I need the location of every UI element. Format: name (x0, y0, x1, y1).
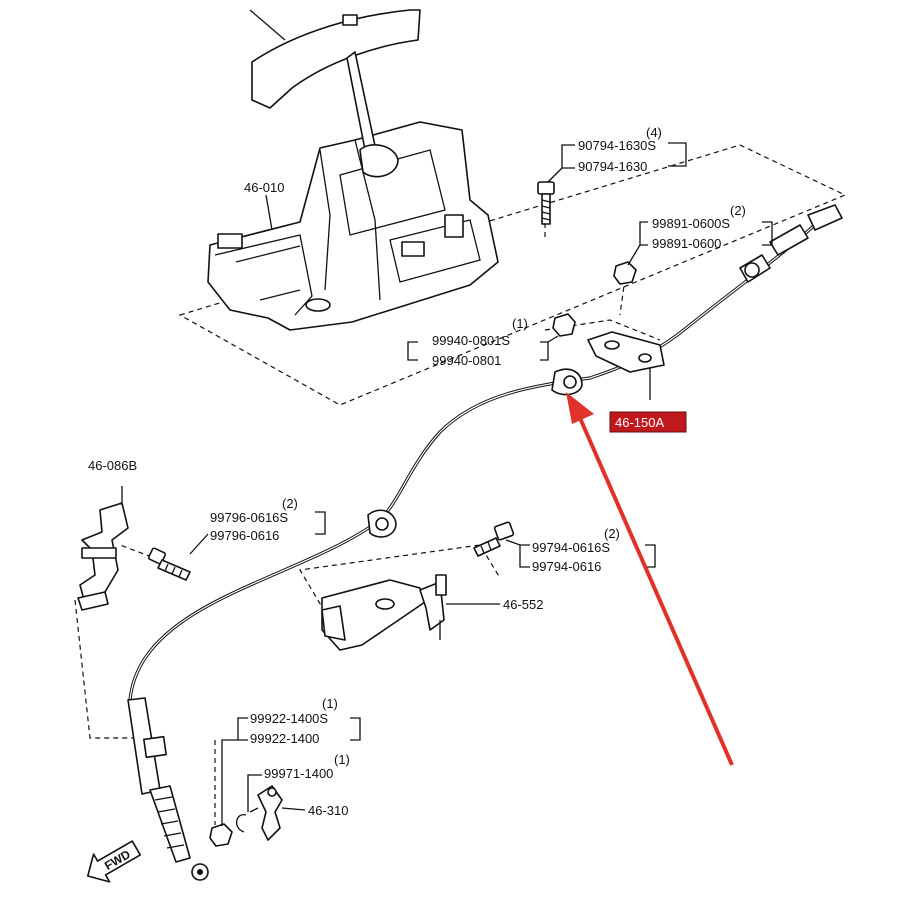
leader-99796 (189, 533, 209, 555)
highlight-box-46-150A (609, 411, 687, 433)
bracket-90794 (668, 142, 687, 167)
bracket-99794 (645, 544, 656, 568)
bracket-99891-left (639, 221, 648, 246)
leader-99794 (505, 539, 521, 546)
label-99796-0616: 99796-0616 (210, 528, 279, 543)
bracket-99796 (315, 511, 326, 535)
label-99940-0801s: 99940-0801S (432, 333, 510, 348)
nut-99891 (613, 261, 637, 285)
bracket-99940-right (540, 341, 549, 361)
label-99922-1400: 99922-1400 (250, 731, 319, 746)
cable-bracket-46-150A (587, 331, 665, 400)
shift-cable (127, 204, 843, 881)
lever-bracket-46-310 (249, 785, 283, 841)
bracket-99794-left (519, 544, 530, 568)
label-90794-1630: 90794-1630 (578, 159, 647, 174)
label-46-150A: 46-150A (615, 415, 664, 430)
bracket-90794-left (561, 144, 575, 169)
qty-99940: (1) (512, 316, 528, 331)
qty-99796: (2) (282, 496, 298, 511)
label-99891-0600: 99891-0600 (652, 236, 721, 251)
clip-99971 (236, 814, 247, 833)
label-99922-1400s: 99922-1400S (250, 711, 328, 726)
center-bracket-46-552 (321, 574, 447, 651)
bracket-99891 (762, 221, 773, 246)
leader-90794 (547, 167, 563, 183)
bolt-90794 (537, 181, 555, 225)
left-bolt-dashed-guide (119, 544, 161, 561)
bolt-99794 (473, 521, 515, 557)
qty-99971: (1) (334, 752, 350, 767)
bracket-99922-left (237, 717, 248, 741)
shift-boot-cover (249, 9, 421, 109)
label-99796-0616s: 99796-0616S (210, 510, 288, 525)
label-99794-0616: 99794-0616 (532, 559, 601, 574)
leader-99971 (247, 774, 262, 812)
label-99891-0600s: 99891-0600S (652, 216, 730, 231)
shifter-assembly (207, 51, 499, 331)
red-pointer-arrow-icon (566, 392, 734, 766)
bolt-99796 (147, 547, 191, 581)
qty-99891: (2) (730, 203, 746, 218)
label-46-010: 46-010 (244, 180, 284, 195)
fwd-arrow-icon: FWD (86, 840, 142, 883)
label-46-310: 46-310 (308, 803, 348, 818)
qty-90794: (4) (646, 125, 662, 140)
label-90794-1630s: 90794-1630S (578, 138, 656, 153)
left-dashed-guide (74, 599, 150, 739)
label-99940-0801: 99940-0801 (432, 353, 501, 368)
nut-99922 (209, 823, 233, 847)
qty-99922: (1) (322, 696, 338, 711)
bracket-99922 (350, 717, 361, 741)
label-46-086B: 46-086B (88, 458, 137, 473)
leader-99922 (221, 739, 238, 826)
leader-99940 (547, 335, 559, 343)
leader-46-310 (281, 807, 306, 811)
label-99971-1400: 99971-1400 (264, 766, 333, 781)
assembly-dashed-outline (178, 144, 847, 406)
leader-99891 (627, 244, 641, 266)
bracket-99940 (407, 341, 418, 361)
center-dashed-guide (299, 544, 501, 613)
nut-99940 (552, 313, 576, 337)
label-46-552: 46-552 (503, 597, 543, 612)
left-bracket-46-086B (77, 486, 129, 611)
qty-99794: (2) (604, 526, 620, 541)
nut-dashed-guide (619, 277, 626, 316)
label-99794-0616s: 99794-0616S (532, 540, 610, 555)
leader-46-010 (265, 194, 273, 231)
